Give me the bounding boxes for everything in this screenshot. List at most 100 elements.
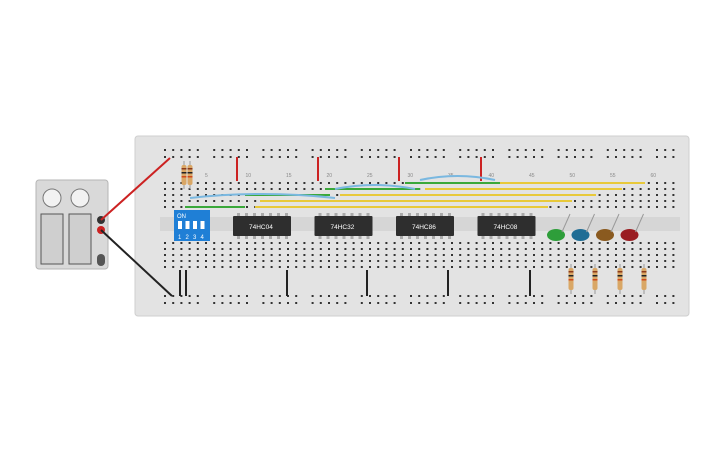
breadboard-hole[interactable] [418,156,421,158]
breadboard-hole[interactable] [672,302,675,304]
breadboard-hole[interactable] [180,149,183,151]
breadboard-hole[interactable] [360,242,363,244]
breadboard-hole[interactable] [213,260,216,262]
breadboard-hole[interactable] [442,242,445,244]
breadboard-hole[interactable] [647,194,650,196]
breadboard-hole[interactable] [328,302,330,304]
breadboard-hole[interactable] [639,206,642,208]
breadboard-hole[interactable] [500,254,503,256]
breadboard-hole[interactable] [262,266,265,268]
breadboard-hole[interactable] [369,295,371,297]
breadboard-hole[interactable] [557,295,560,297]
breadboard-hole[interactable] [590,206,593,208]
breadboard-hole[interactable] [336,242,339,244]
breadboard-hole[interactable] [606,254,609,256]
breadboard-hole[interactable] [418,149,421,151]
breadboard-hole[interactable] [541,149,544,151]
breadboard-hole[interactable] [664,295,667,297]
breadboard-hole[interactable] [631,194,634,196]
breadboard-hole[interactable] [180,254,183,256]
breadboard-hole[interactable] [270,266,273,268]
breadboard-hole[interactable] [508,156,511,158]
breadboard-hole[interactable] [631,248,634,250]
breadboard-hole[interactable] [164,194,166,196]
breadboard-hole[interactable] [328,266,330,268]
breadboard-hole[interactable] [369,260,371,262]
breadboard-hole[interactable] [524,242,527,244]
breadboard-hole[interactable] [483,156,486,158]
breadboard-hole[interactable] [664,206,667,208]
breadboard-hole[interactable] [246,248,248,250]
breadboard-hole[interactable] [418,248,421,250]
breadboard-hole[interactable] [541,302,544,304]
breadboard-hole[interactable] [196,302,199,304]
breadboard-hole[interactable] [516,260,519,262]
breadboard-hole[interactable] [246,254,248,256]
breadboard-hole[interactable] [344,149,347,151]
breadboard-hole[interactable] [360,295,363,297]
breadboard-hole[interactable] [205,254,207,256]
breadboard-hole[interactable] [311,149,314,151]
breadboard-hole[interactable] [434,149,437,151]
breadboard-hole[interactable] [672,188,675,190]
breadboard-hole[interactable] [196,182,199,184]
breadboard-hole[interactable] [319,254,322,256]
breadboard-hole[interactable] [516,149,519,151]
breadboard-hole[interactable] [590,149,593,151]
breadboard-hole[interactable] [254,254,257,256]
resistor[interactable] [617,264,623,294]
breadboard-hole[interactable] [483,260,486,262]
breadboard-hole[interactable] [639,194,642,196]
breadboard-hole[interactable] [410,149,412,151]
breadboard-hole[interactable] [180,248,183,250]
breadboard-hole[interactable] [221,188,224,190]
breadboard-hole[interactable] [229,254,232,256]
breadboard-hole[interactable] [319,182,322,184]
breadboard-hole[interactable] [574,206,576,208]
breadboard-hole[interactable] [278,266,281,268]
breadboard-hole[interactable] [664,260,667,262]
breadboard-hole[interactable] [262,302,265,304]
breadboard-hole[interactable] [639,149,642,151]
breadboard-hole[interactable] [180,206,183,208]
breadboard-hole[interactable] [410,266,412,268]
breadboard-hole[interactable] [188,242,191,244]
breadboard-hole[interactable] [647,260,650,262]
breadboard-hole[interactable] [213,188,216,190]
breadboard-hole[interactable] [369,302,371,304]
breadboard-hole[interactable] [623,248,626,250]
breadboard-hole[interactable] [492,156,494,158]
breadboard-hole[interactable] [352,254,355,256]
power-supply[interactable] [35,179,109,270]
breadboard-hole[interactable] [426,242,429,244]
breadboard-hole[interactable] [664,248,667,250]
breadboard-hole[interactable] [385,156,388,158]
breadboard-hole[interactable] [360,248,363,250]
breadboard-hole[interactable] [278,242,281,244]
breadboard-hole[interactable] [172,266,175,268]
breadboard-hole[interactable] [508,254,511,256]
breadboard-hole[interactable] [237,295,240,297]
breadboard-hole[interactable] [508,302,511,304]
breadboard-hole[interactable] [180,266,183,268]
breadboard-hole[interactable] [606,260,609,262]
breadboard-hole[interactable] [303,254,306,256]
breadboard-hole[interactable] [582,260,585,262]
breadboard-hole[interactable] [590,254,593,256]
chip-74hc08[interactable]: 74HC08 [477,213,536,239]
power-switch[interactable] [97,254,105,266]
breadboard-hole[interactable] [205,260,207,262]
breadboard-hole[interactable] [664,156,667,158]
breadboard-hole[interactable] [524,266,527,268]
breadboard-hole[interactable] [533,248,535,250]
breadboard-hole[interactable] [303,266,306,268]
breadboard-hole[interactable] [377,302,380,304]
breadboard-hole[interactable] [672,156,675,158]
breadboard-hole[interactable] [615,194,617,196]
breadboard-hole[interactable] [377,149,380,151]
breadboard-hole[interactable] [426,260,429,262]
breadboard-hole[interactable] [664,188,667,190]
breadboard-hole[interactable] [656,149,658,151]
breadboard-hole[interactable] [459,302,462,304]
breadboard-hole[interactable] [557,242,560,244]
